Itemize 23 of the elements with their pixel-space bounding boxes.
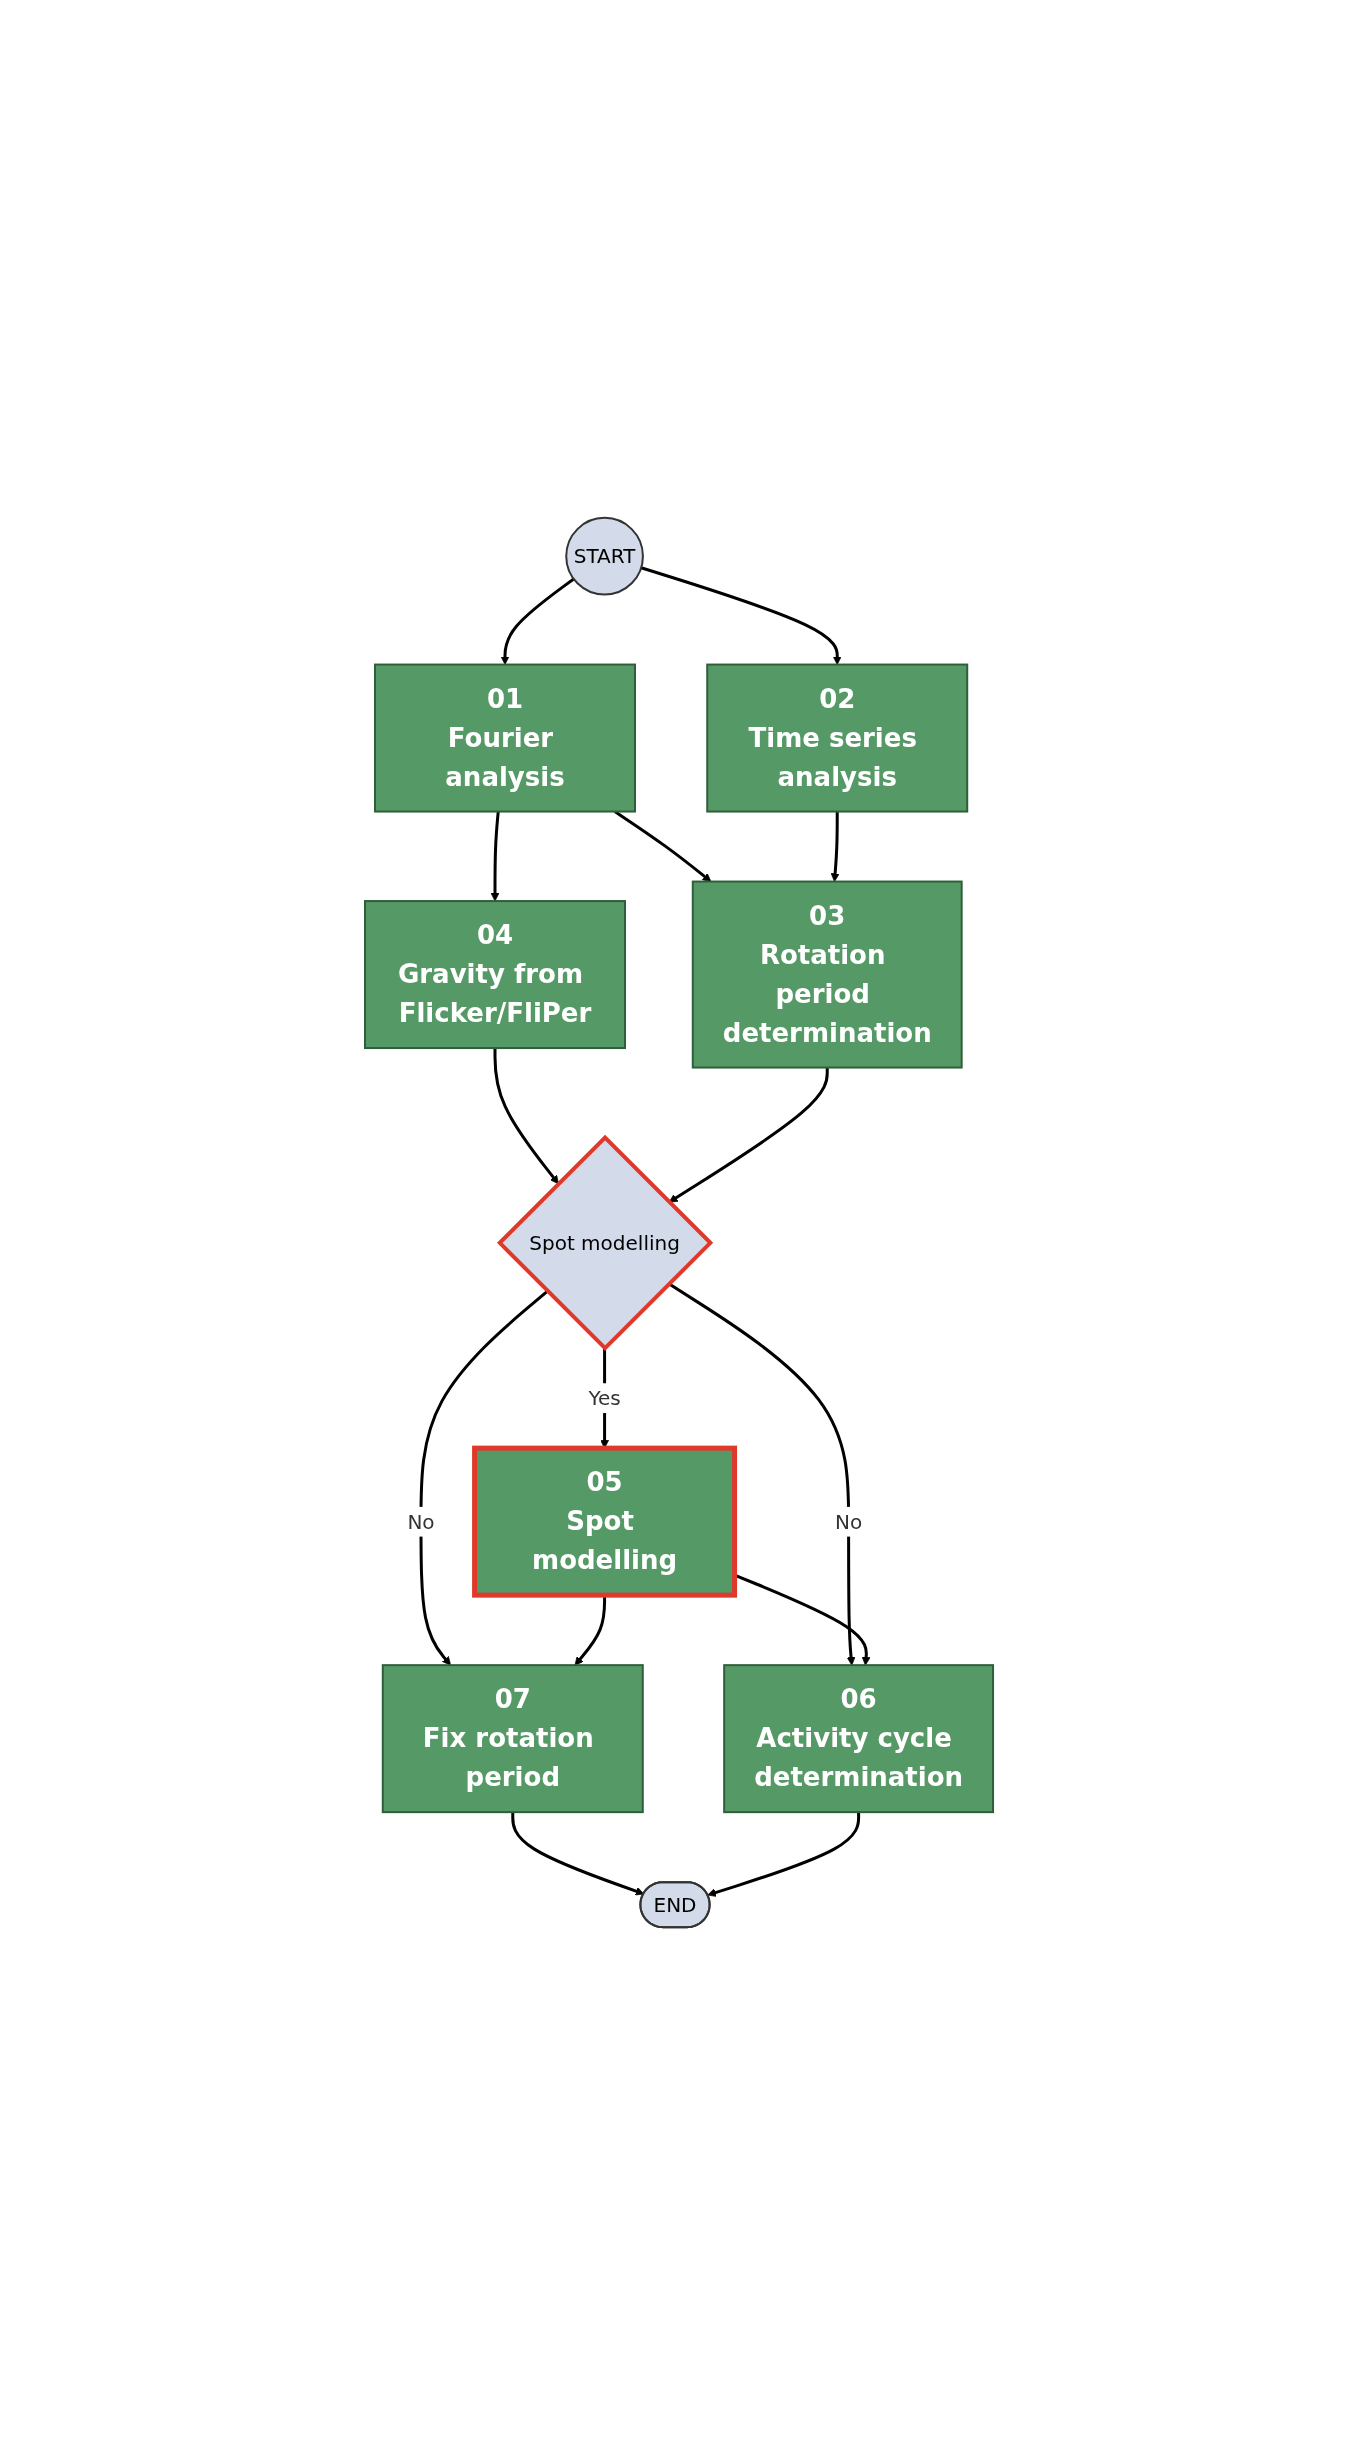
edge-label: Yes — [588, 1386, 621, 1411]
node-box: 02 Time series analysis — [706, 663, 969, 813]
node-diamond: Spot modelling — [496, 1134, 714, 1351]
node-box: 04 Gravity from Flicker/FliPer — [363, 900, 626, 1050]
arrow — [419, 1289, 549, 1666]
node-box: 03 Rotation period determination — [691, 880, 963, 1069]
arrow — [614, 810, 712, 882]
arrow — [707, 1812, 861, 1897]
edge-label: No — [834, 1509, 863, 1534]
arrow — [668, 1067, 829, 1203]
node-box: 06 Activity cycle determination — [723, 1664, 994, 1814]
node-box: 01 Fourier analysis — [373, 663, 636, 813]
arrow — [490, 811, 500, 902]
arrow — [668, 1282, 856, 1666]
arrow — [511, 1812, 645, 1896]
arrow — [493, 1048, 559, 1185]
arrow — [500, 577, 575, 665]
arrow — [640, 566, 842, 665]
edge-label: No — [407, 1509, 435, 1534]
node-circle: START — [565, 516, 644, 596]
node-box: 07 Fix rotation period — [381, 1664, 644, 1814]
node-box: 05 Spot modelling — [472, 1445, 738, 1598]
arrow — [830, 811, 840, 882]
